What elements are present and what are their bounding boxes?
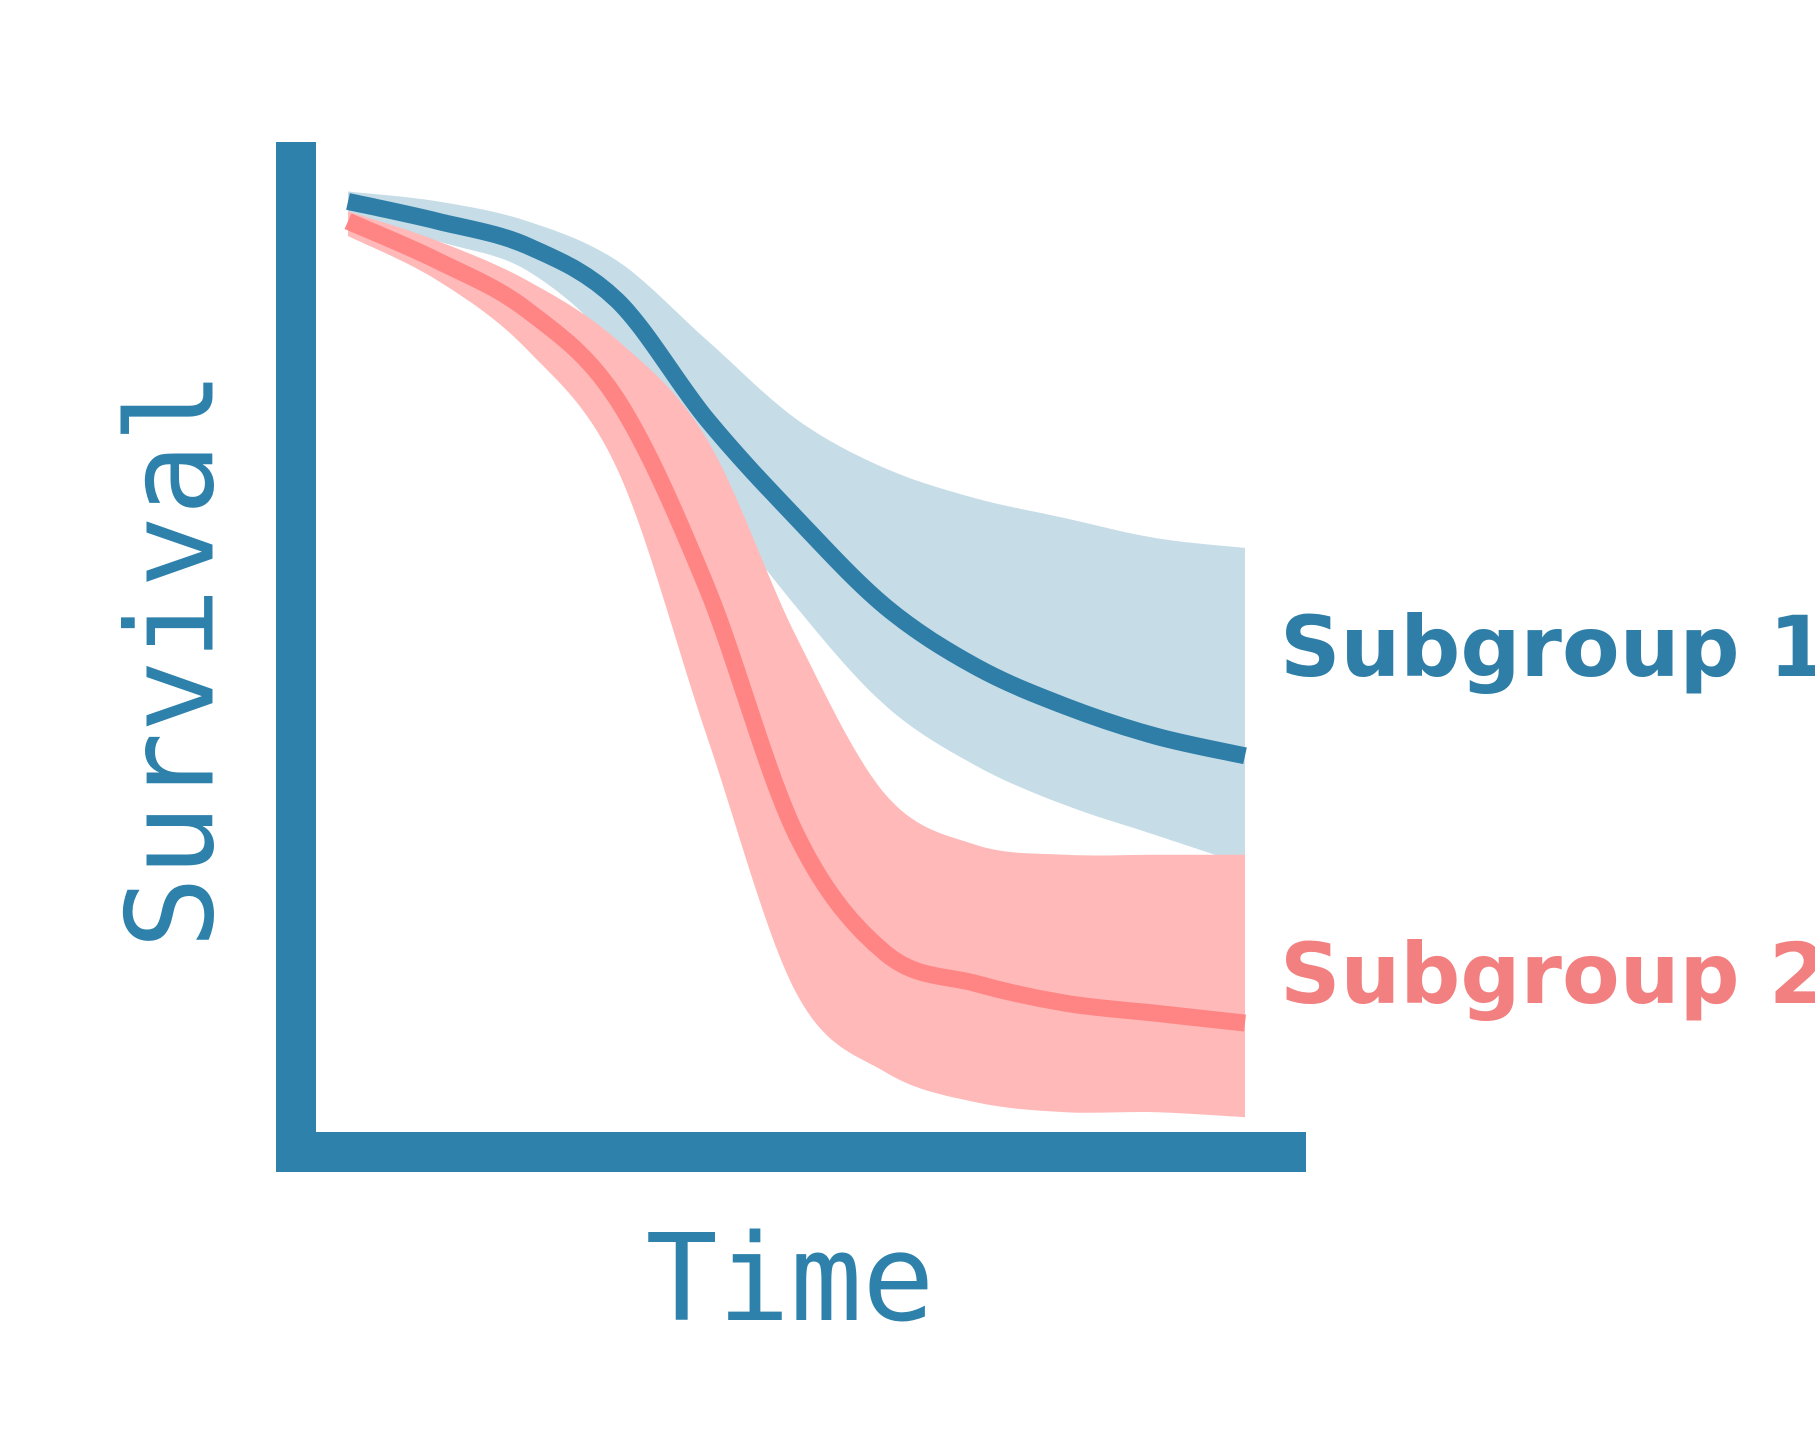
y-axis-title: Survival <box>103 371 242 949</box>
confidence-bands <box>348 191 1245 1118</box>
series-label-subgroup-1: Subgroup 1 <box>1280 598 1815 696</box>
confidence-band-series-2 <box>348 211 1245 1118</box>
series-lines <box>344 193 1247 1032</box>
series-line-2 <box>344 213 1246 1032</box>
y-axis-line <box>276 142 316 1172</box>
series-label-subgroup-2: Subgroup 2 <box>1280 925 1815 1023</box>
x-axis-title: Time <box>646 1210 935 1349</box>
series-line-1 <box>346 193 1247 765</box>
x-axis-line <box>276 1132 1306 1172</box>
